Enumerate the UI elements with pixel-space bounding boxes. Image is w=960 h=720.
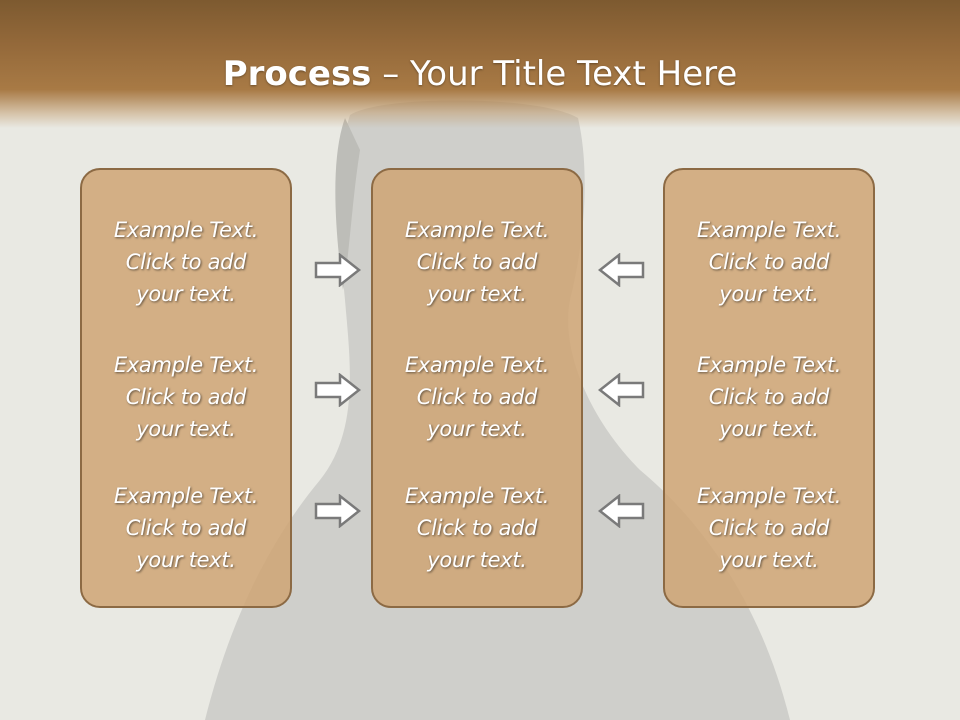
- arrow-left-icon[interactable]: [597, 373, 645, 407]
- text-block[interactable]: Example Text. Click to add your text.: [696, 353, 842, 441]
- arrow-right-icon[interactable]: [314, 373, 362, 407]
- title-bar: [0, 0, 960, 128]
- center-panel[interactable]: Example Text. Click to add your text. Ex…: [371, 168, 583, 608]
- text-block[interactable]: Example Text. Click to add your text.: [113, 218, 259, 306]
- text-block[interactable]: Example Text. Click to add your text.: [696, 484, 842, 572]
- left-panel[interactable]: Example Text. Click to add your text. Ex…: [80, 168, 292, 608]
- title-text: – Your Title Text Here: [371, 54, 738, 94]
- slide-title[interactable]: Process – Your Title Text Here: [0, 52, 960, 96]
- title-bold: Process: [222, 54, 372, 94]
- text-block[interactable]: Example Text. Click to add your text.: [404, 218, 550, 306]
- text-block[interactable]: Example Text. Click to add your text.: [404, 353, 550, 441]
- right-panel[interactable]: Example Text. Click to add your text. Ex…: [663, 168, 875, 608]
- arrow-left-icon[interactable]: [597, 253, 645, 287]
- text-block[interactable]: Example Text. Click to add your text.: [404, 484, 550, 572]
- arrow-right-icon[interactable]: [314, 494, 362, 528]
- arrow-right-icon[interactable]: [314, 253, 362, 287]
- text-block[interactable]: Example Text. Click to add your text.: [113, 484, 259, 572]
- text-block[interactable]: Example Text. Click to add your text.: [696, 218, 842, 306]
- arrow-left-icon[interactable]: [597, 494, 645, 528]
- text-block[interactable]: Example Text. Click to add your text.: [113, 353, 259, 441]
